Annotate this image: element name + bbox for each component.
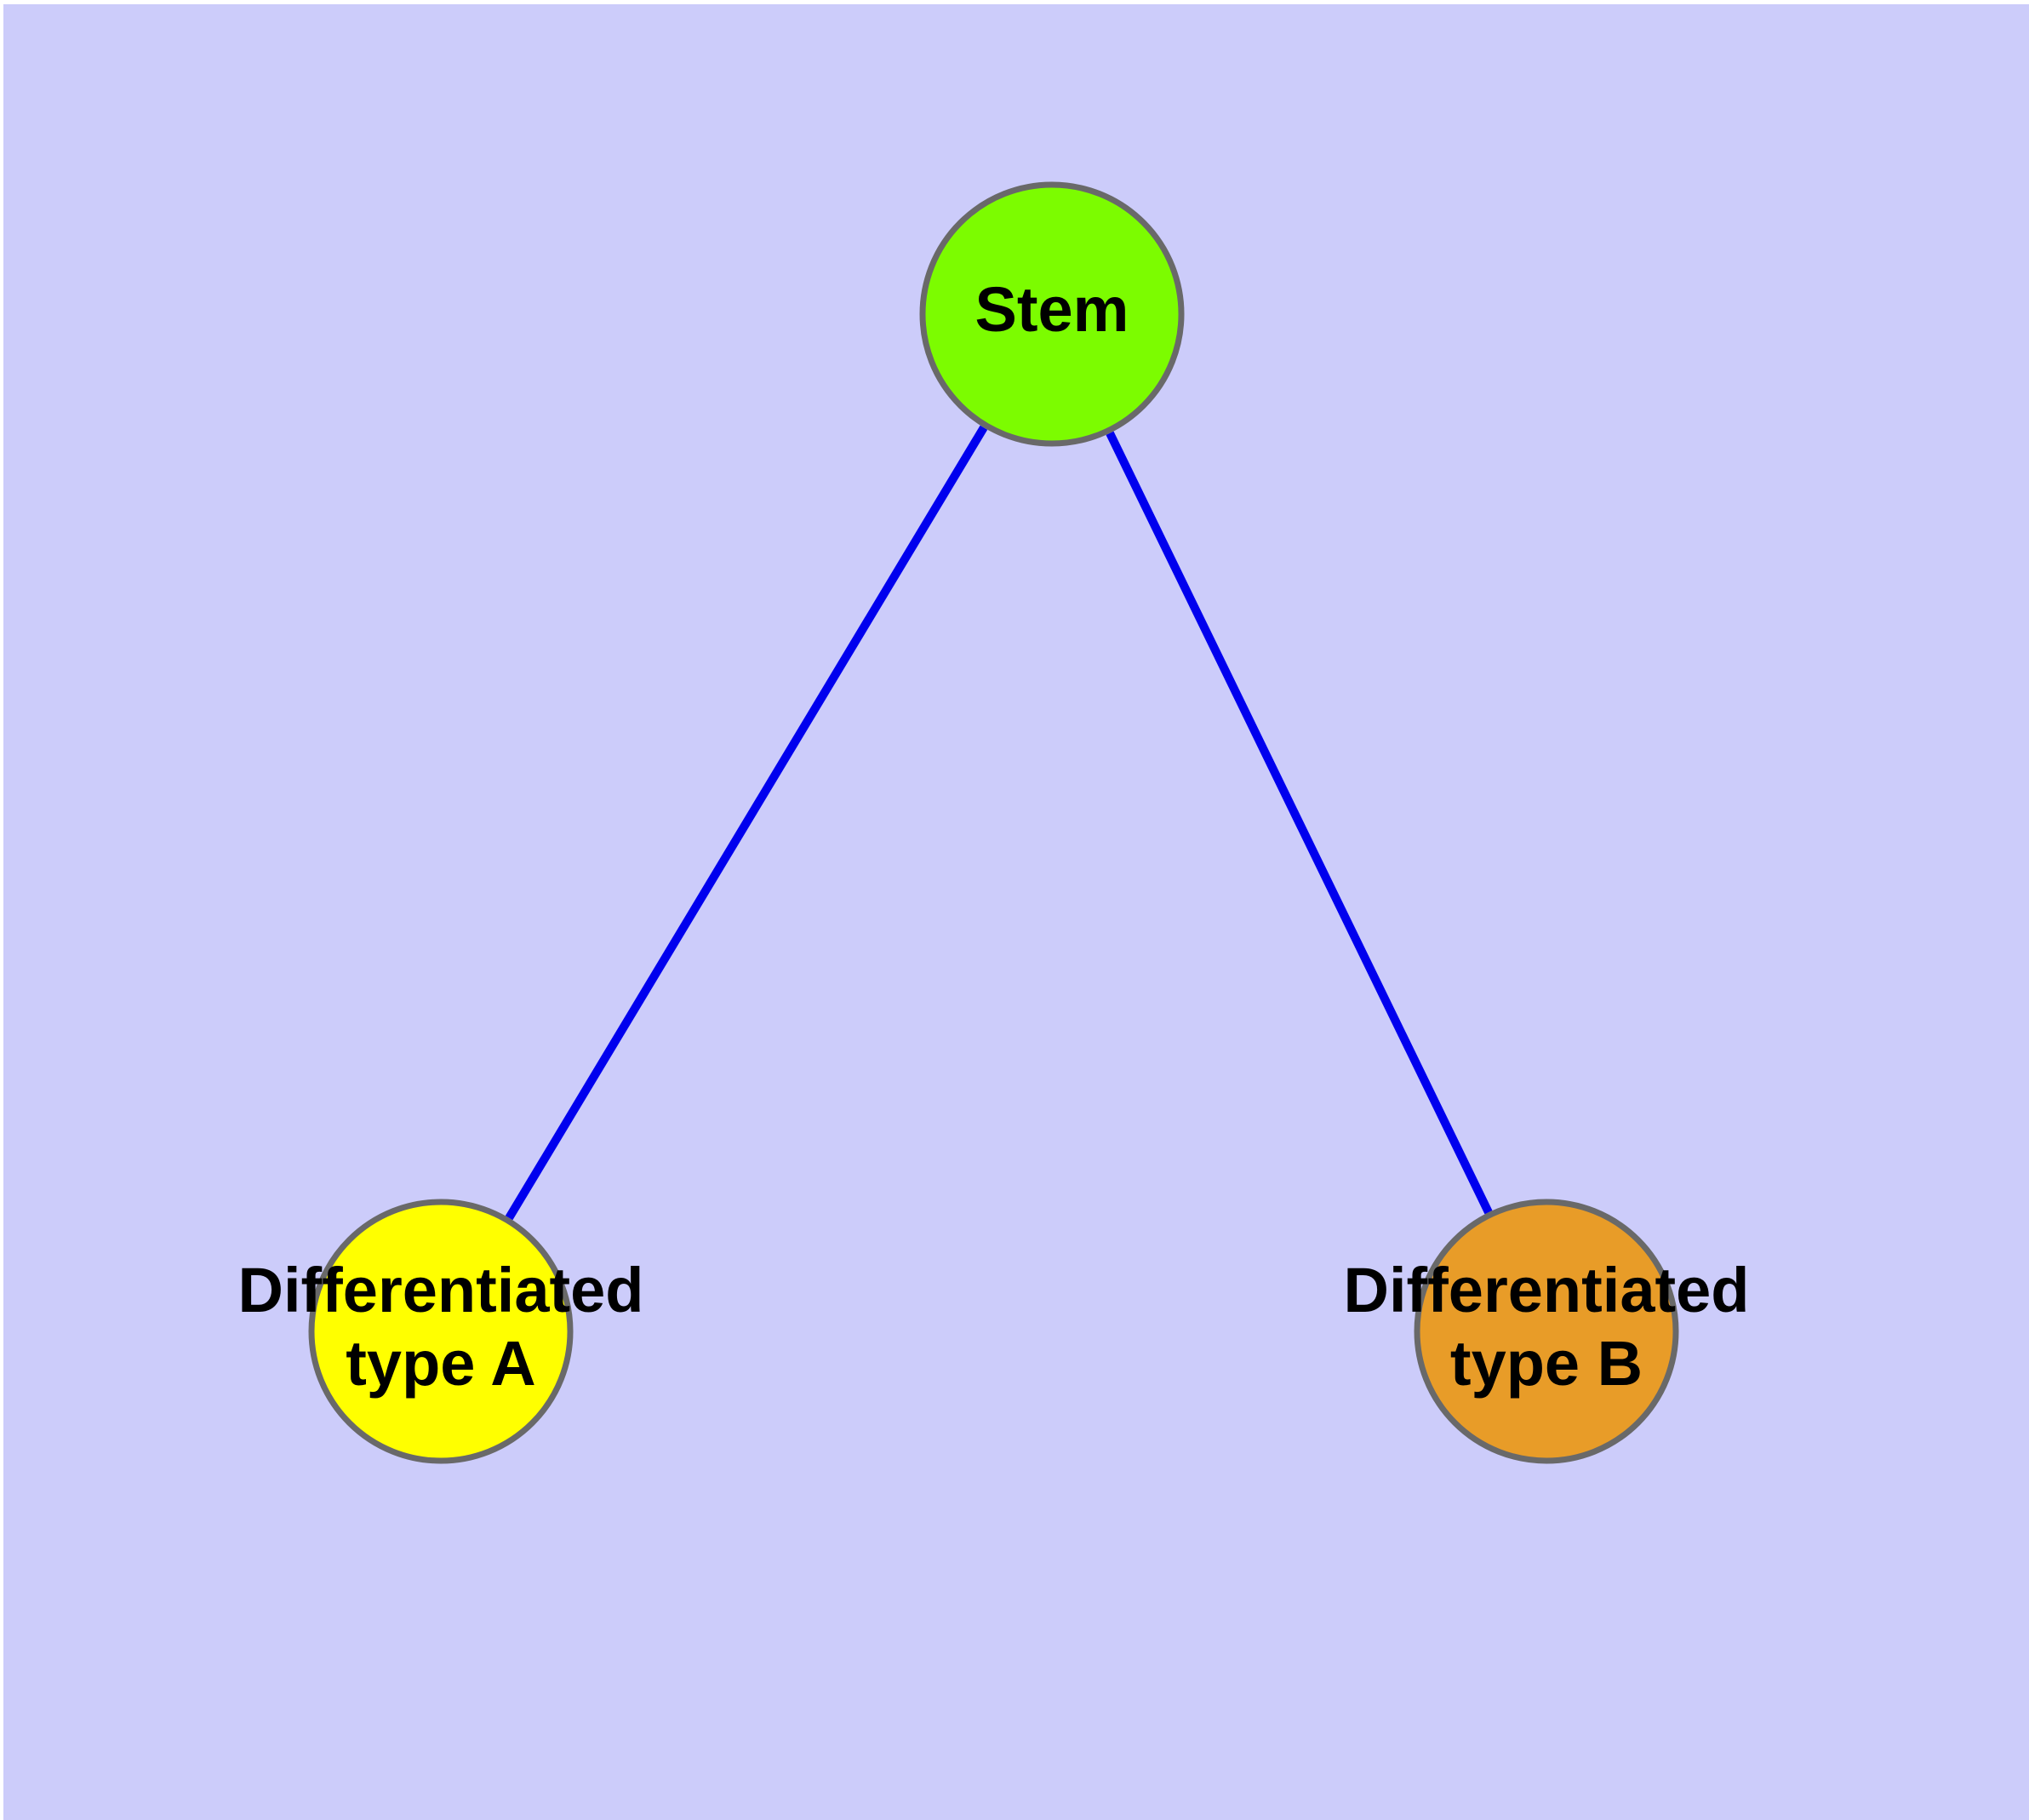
node-label-line: type A [346,1328,535,1399]
node-label-stem: Stem [975,274,1129,345]
node-label-line: type B [1450,1328,1643,1399]
node-label-line: Differentiated [238,1255,644,1325]
nodes-layer [308,181,1679,1464]
node-label-line: Differentiated [1344,1255,1750,1325]
edges-layer [505,425,1493,1221]
graph-edge [505,425,988,1221]
graph-node-diff_b[interactable] [1414,1199,1679,1464]
graph-node-diff_a[interactable] [308,1199,574,1464]
graph-node-stem[interactable] [919,181,1185,447]
graph-edge [1106,431,1493,1215]
node-label-line: Stem [975,274,1129,345]
